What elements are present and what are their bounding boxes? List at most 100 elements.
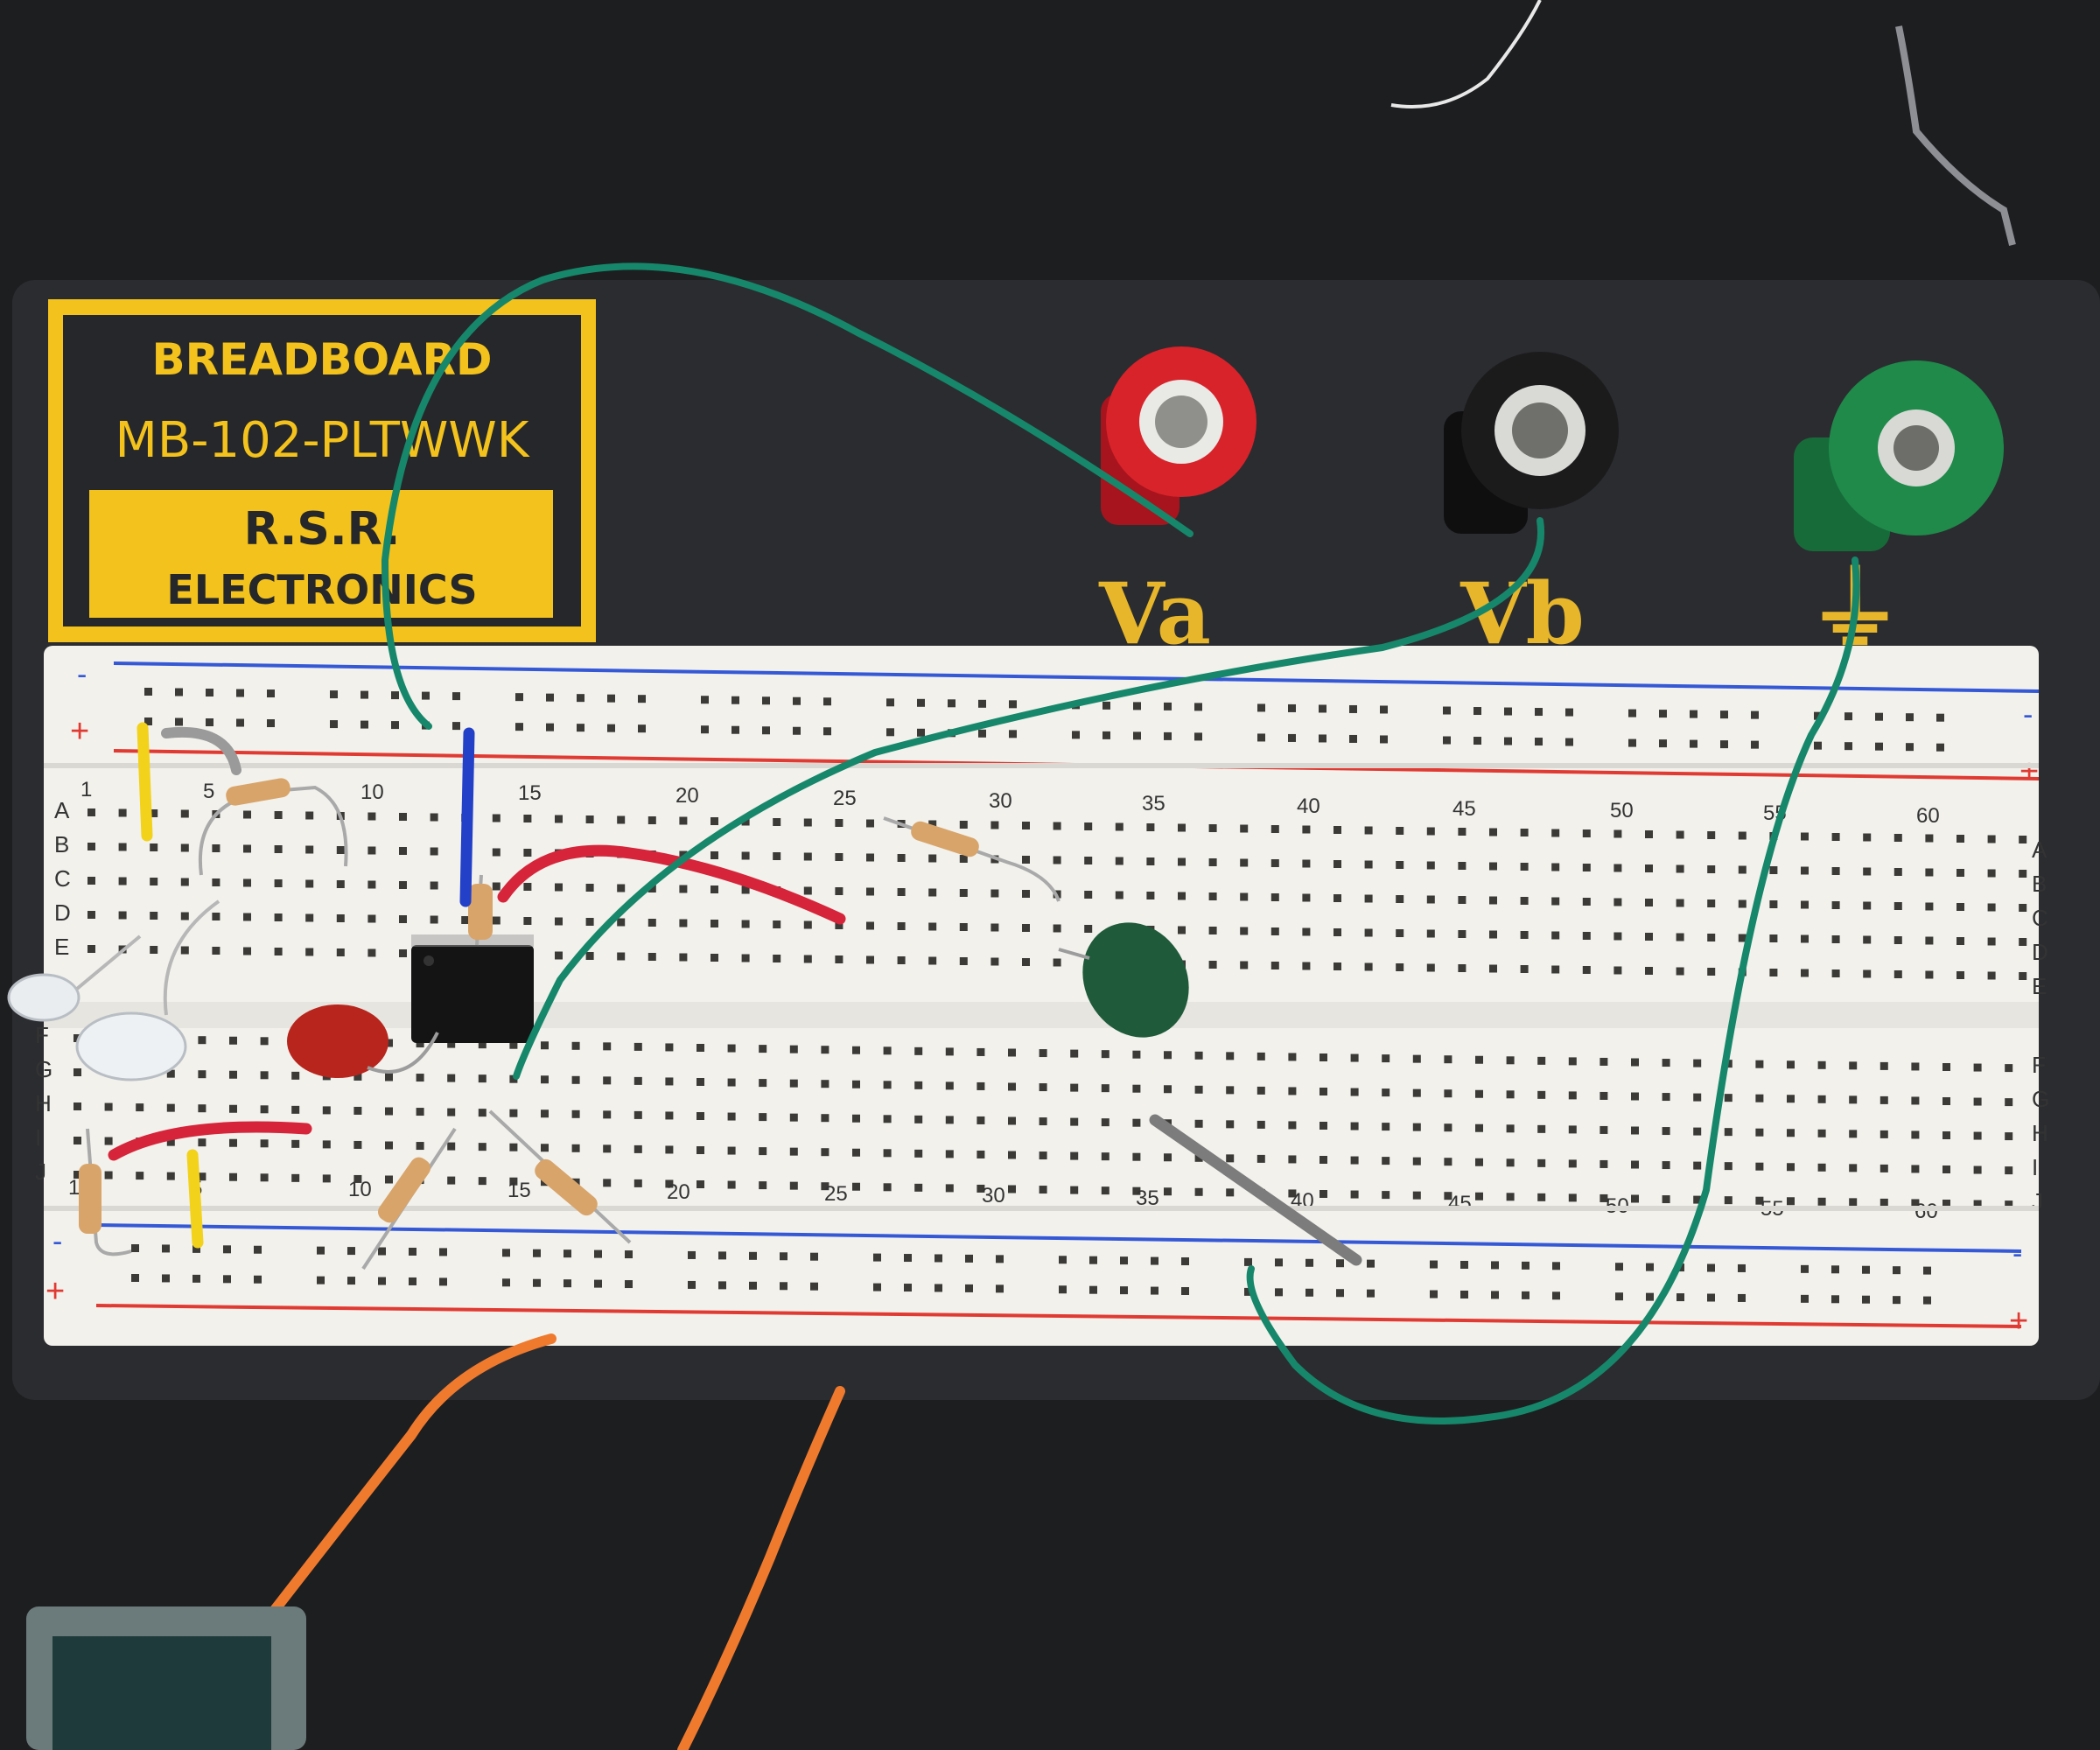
breadboard-hole[interactable] <box>928 854 937 863</box>
breadboard-hole[interactable] <box>821 1080 830 1088</box>
rail-hole[interactable] <box>1059 1285 1067 1294</box>
breadboard-hole[interactable] <box>274 914 283 921</box>
rail-hole[interactable] <box>978 699 986 708</box>
breadboard-hole[interactable] <box>897 922 906 930</box>
breadboard-hole[interactable] <box>1489 862 1497 871</box>
red-capacitor[interactable] <box>287 1004 439 1078</box>
rail-hole[interactable] <box>1367 1289 1375 1298</box>
breadboard-hole[interactable] <box>150 809 158 817</box>
rail-hole[interactable] <box>762 696 770 705</box>
breadboard-hole[interactable] <box>945 1184 954 1193</box>
breadboard-hole[interactable] <box>1475 1055 1483 1064</box>
breadboard-hole[interactable] <box>1724 1094 1732 1102</box>
breadboard-hole[interactable] <box>1288 1087 1297 1096</box>
rail-hole[interactable] <box>625 1280 633 1289</box>
rail-hole[interactable] <box>965 1254 973 1263</box>
rail-hole[interactable] <box>732 725 739 734</box>
breadboard-hole[interactable] <box>803 886 812 895</box>
breadboard-hole[interactable] <box>260 1037 269 1046</box>
breadboard-hole[interactable] <box>1101 1152 1110 1161</box>
breadboard-hole[interactable] <box>835 887 844 895</box>
rail-hole[interactable] <box>594 1279 602 1288</box>
rail-hole[interactable] <box>749 1251 757 1260</box>
breadboard-hole[interactable] <box>1208 858 1217 866</box>
rail-hole[interactable] <box>439 1248 447 1256</box>
breadboard-hole[interactable] <box>1270 928 1279 935</box>
rail-hole[interactable] <box>762 726 770 735</box>
rail-hole[interactable] <box>1690 710 1698 718</box>
rail-hole[interactable] <box>564 1250 571 1258</box>
wire-green-va[interactable] <box>381 262 1194 730</box>
wire-red-top[interactable] <box>497 844 846 925</box>
breadboard-hole[interactable] <box>1676 899 1684 907</box>
rail-hole[interactable] <box>1164 732 1172 740</box>
rail-hole[interactable] <box>1875 742 1883 751</box>
rail-hole[interactable] <box>948 699 956 708</box>
breadboard-hole[interactable] <box>1600 1057 1608 1066</box>
rail-hole[interactable] <box>1460 1290 1468 1298</box>
rail-hole[interactable] <box>749 1281 757 1290</box>
rail-hole[interactable] <box>1751 710 1759 719</box>
breadboard-hole[interactable] <box>478 1143 486 1152</box>
breadboard-hole[interactable] <box>1412 1088 1421 1097</box>
breadboard-hole[interactable] <box>1256 1120 1265 1129</box>
breadboard-hole[interactable] <box>1008 1082 1016 1091</box>
breadboard-hole[interactable] <box>104 1171 113 1180</box>
breadboard-hole[interactable] <box>1178 892 1186 900</box>
breadboard-hole[interactable] <box>1022 890 1030 898</box>
rail-hole[interactable] <box>1430 1260 1438 1269</box>
breadboard-hole[interactable] <box>1693 1059 1702 1068</box>
breadboard-hole[interactable] <box>789 1045 798 1054</box>
rail-hole[interactable] <box>1164 702 1172 710</box>
breadboard-hole[interactable] <box>478 1109 486 1117</box>
rail-hole[interactable] <box>793 726 801 735</box>
rail-hole[interactable] <box>1535 738 1543 746</box>
breadboard-hole[interactable] <box>976 1150 985 1158</box>
rail-hole[interactable] <box>701 725 709 734</box>
breadboard-hole[interactable] <box>710 954 718 962</box>
breadboard-hole[interactable] <box>1755 1060 1764 1068</box>
breadboard-hole[interactable] <box>274 811 283 819</box>
breadboard-hole[interactable] <box>1240 927 1249 935</box>
breadboard-hole[interactable] <box>1132 1084 1141 1093</box>
breadboard-hole[interactable] <box>1568 1091 1577 1100</box>
breadboard-hole[interactable] <box>603 1144 612 1153</box>
rail-hole[interactable] <box>502 1278 510 1287</box>
breadboard-hole[interactable] <box>541 1144 549 1152</box>
breadboard-hole[interactable] <box>1412 1191 1421 1200</box>
rail-hole[interactable] <box>1380 705 1388 714</box>
breadboard-hole[interactable] <box>1676 830 1684 839</box>
breadboard-hole[interactable] <box>368 812 376 821</box>
breadboard-hole[interactable] <box>1582 932 1591 940</box>
breadboard-hole[interactable] <box>399 949 407 957</box>
breadboard-hole[interactable] <box>1911 1096 1920 1105</box>
breadboard-hole[interactable] <box>1178 926 1186 934</box>
breadboard-hole[interactable] <box>354 1174 362 1183</box>
breadboard-hole[interactable] <box>634 1076 642 1085</box>
breadboard-hole[interactable] <box>679 885 688 893</box>
breadboard-hole[interactable] <box>118 843 127 851</box>
breadboard-hole[interactable] <box>1849 1061 1858 1070</box>
breadboard-hole[interactable] <box>696 1044 704 1052</box>
rail-hole[interactable] <box>1906 743 1914 752</box>
breadboard-hole[interactable] <box>385 1073 393 1082</box>
rail-hole[interactable] <box>564 1279 571 1288</box>
rail-hole[interactable] <box>1194 703 1202 711</box>
rail-hole[interactable] <box>391 721 399 730</box>
rail-hole[interactable] <box>1522 1261 1530 1270</box>
rail-hole[interactable] <box>1936 743 1944 752</box>
breadboard-hole[interactable] <box>1022 958 1030 966</box>
rail-hole[interactable] <box>904 1254 912 1263</box>
rail-hole[interactable] <box>1720 740 1728 749</box>
breadboard-hole[interactable] <box>1817 1163 1826 1172</box>
breadboard-hole[interactable] <box>773 955 781 962</box>
breadboard-hole[interactable] <box>1320 1054 1327 1061</box>
rail-hole[interactable] <box>1181 1257 1189 1265</box>
breadboard-hole[interactable] <box>1334 826 1341 834</box>
breadboard-hole[interactable] <box>585 952 594 960</box>
breadboard-hole[interactable] <box>773 818 781 826</box>
breadboard-hole[interactable] <box>634 1110 642 1119</box>
breadboard-hole[interactable] <box>1458 964 1466 972</box>
breadboard-hole[interactable] <box>1475 1158 1483 1166</box>
breadboard-hole[interactable] <box>1551 931 1560 940</box>
